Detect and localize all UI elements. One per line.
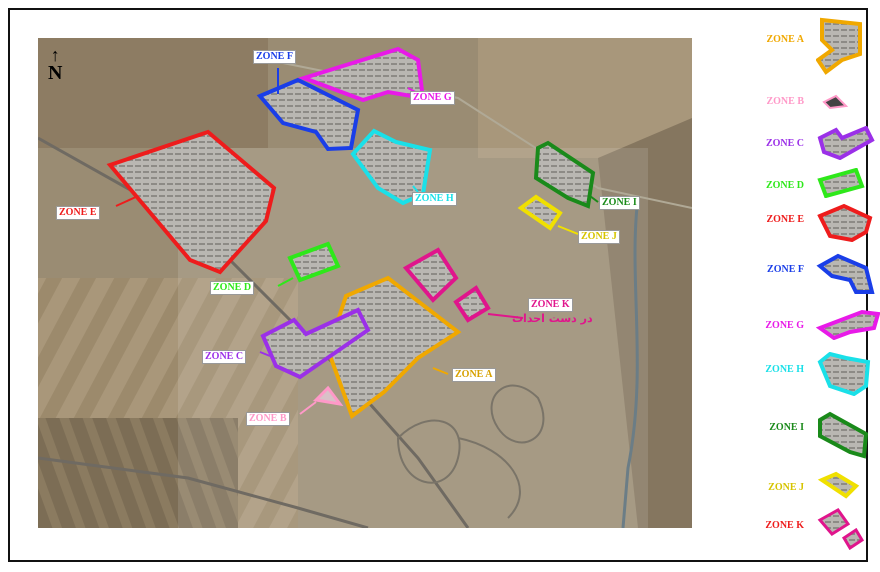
legend-zone-k: ZONE K [720, 508, 880, 550]
zone-c-outline[interactable] [260, 307, 371, 380]
label-arrows [115, 68, 599, 415]
legend-swatch-a [816, 17, 862, 75]
loop-road-2 [396, 419, 461, 484]
zone-k-outline-1[interactable] [402, 247, 459, 303]
legend-label: ZONE E [766, 214, 804, 225]
legend-label: ZONE B [766, 96, 804, 107]
legend-label: ZONE A [766, 34, 804, 45]
legend-zone-c: ZONE C [720, 126, 880, 166]
map-label-zone-b: ZONE B [246, 412, 290, 426]
persian-label: در دست احداث [512, 312, 593, 325]
north-label: N [48, 62, 63, 84]
map-label-zone-j: ZONE J [578, 230, 620, 244]
legend-label: ZONE F [767, 264, 804, 275]
legend-zone-d: ZONE D [720, 168, 880, 208]
zone-j-outline[interactable] [517, 194, 563, 231]
legend-swatch-d [817, 168, 865, 198]
map-canvas [38, 38, 692, 528]
legend-swatch-f [816, 253, 875, 294]
legend-zone-j: ZONE J [720, 470, 880, 510]
loop-road [490, 384, 545, 444]
legend-swatch-g [816, 309, 880, 340]
legend-swatch-j [817, 471, 860, 499]
up-arrow-icon: ↑ [50, 45, 60, 65]
zone-e-outline[interactable] [106, 129, 277, 275]
road-curve [457, 437, 521, 519]
legend-zone-e: ZONE E [720, 202, 880, 242]
zone-i-outline[interactable] [533, 140, 596, 209]
legend-zone-i: ZONE I [720, 410, 880, 459]
river [621, 197, 640, 528]
legend-swatch-h [817, 352, 871, 396]
legend-zone-b: ZONE B [720, 84, 880, 124]
north-arrow: ↑ N [48, 45, 63, 84]
legend-label: ZONE H [765, 364, 804, 375]
legend-swatch-i [818, 411, 869, 459]
legend-label: ZONE J [768, 482, 804, 493]
map-label-zone-c: ZONE C [202, 350, 247, 364]
legend-zone-g: ZONE G [720, 308, 880, 348]
legend-swatch-e [817, 203, 873, 242]
legend-label: ZONE G [765, 320, 804, 331]
map-label-zone-h: ZONE H [412, 192, 457, 206]
legend-zone-h: ZONE H [720, 352, 880, 396]
legend-label: ZONE I [769, 422, 804, 433]
legend-zone-a: ZONE A [720, 17, 880, 75]
zone-k-outline-2[interactable] [453, 285, 491, 323]
legend-swatch-b [822, 94, 849, 110]
map-label-zone-d: ZONE D [210, 281, 255, 295]
map-label-zone-g: ZONE G [410, 91, 455, 105]
fields-south [38, 418, 238, 528]
map-label-zone-f: ZONE F [253, 50, 296, 64]
zone-h-outline[interactable] [350, 128, 433, 206]
legend-swatch-c [817, 126, 875, 160]
legend-label: ZONE K [765, 520, 804, 531]
legend-label: ZONE C [765, 138, 804, 149]
legend-swatch-k [817, 508, 865, 550]
map-label-zone-k: ZONE K [528, 298, 573, 312]
map-label-zone-e: ZONE E [56, 206, 100, 220]
zone-d-outline[interactable] [287, 241, 341, 283]
hills-northwest [38, 38, 268, 148]
legend-label: ZONE D [765, 180, 804, 191]
map-label-zone-a: ZONE A [452, 368, 496, 382]
legend-zone-f: ZONE F [720, 252, 880, 294]
ridge-east [598, 118, 692, 528]
satellite-map[interactable] [38, 38, 692, 528]
map-label-zone-i: ZONE I [599, 196, 640, 210]
zone-f-outline[interactable] [256, 77, 361, 152]
zone-b-outline[interactable] [312, 385, 344, 407]
highway-south [38, 456, 369, 528]
